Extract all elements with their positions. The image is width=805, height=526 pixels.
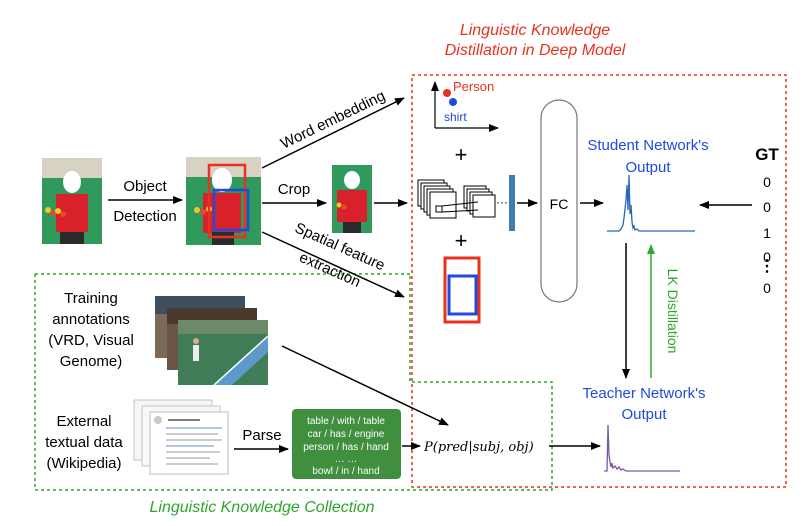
student-output-plot <box>607 174 695 232</box>
parse-label: Parse <box>242 427 281 444</box>
distillation-region <box>411 74 787 488</box>
teacher-output-plot <box>604 424 680 472</box>
wikipedia-pages <box>133 399 229 475</box>
plus-sign-bottom: + <box>455 228 468 253</box>
parsed-triples-box <box>292 409 401 479</box>
person-label: Person <box>453 79 494 94</box>
training-images-stack <box>155 296 269 386</box>
fc-layer <box>540 99 578 303</box>
lk-distillation-label: LK Distillation <box>665 269 681 354</box>
teacher-output-label-line2: Output <box>621 406 667 423</box>
shirt-label: shirt <box>444 110 467 124</box>
triple-line-4: … … <box>335 454 358 465</box>
object-detection-label-line2: Detection <box>113 208 176 225</box>
collection-title: Linguistic Knowledge Collection <box>149 499 374 516</box>
training-label-line2: annotations <box>52 311 130 328</box>
distillation-title-line1: Linguistic Knowledge <box>460 22 610 39</box>
plus-sign-top: + <box>455 142 468 167</box>
gt-value-6: 0 <box>763 280 771 296</box>
gt-ellipsis: ⋮ <box>759 258 775 275</box>
triple-line-2: car / has / engine <box>308 429 385 440</box>
student-output-label-line2: Output <box>625 159 671 176</box>
external-label-line1: External <box>56 413 111 430</box>
training-to-formula-arrow <box>281 345 449 426</box>
feature-vector-bar <box>509 175 515 231</box>
triple-line-5: bowl / in / hand <box>312 466 379 477</box>
gt-value-3: 1 <box>763 225 771 241</box>
gt-value-2: 0 <box>763 199 771 215</box>
cnn-feature-maps <box>417 179 496 219</box>
training-label-line4: Genome) <box>60 353 123 370</box>
word-embedding-arrow <box>261 97 405 169</box>
gt-value-1: 0 <box>763 174 771 190</box>
teacher-output-label-line1: Teacher Network's <box>583 385 706 402</box>
distillation-title-line2: Distillation in Deep Model <box>445 42 626 59</box>
embedding-plot <box>431 81 499 132</box>
spatial-mask <box>443 256 481 324</box>
crop-label: Crop <box>278 181 311 198</box>
input-image <box>42 158 102 244</box>
student-output-label-line1: Student Network's <box>587 137 708 154</box>
triple-line-1: table / with / table <box>307 416 385 427</box>
triple-line-3: person / has / hand <box>303 442 389 453</box>
cropped-image <box>332 165 372 233</box>
training-label-line1: Training <box>64 290 118 307</box>
object-detection-label-line1: Object <box>123 178 167 195</box>
gt-value-4: 0 <box>763 249 771 265</box>
fc-label: FC <box>550 196 569 212</box>
external-label-line2: textual data <box>45 434 123 451</box>
external-label-line3: (Wikipedia) <box>46 455 121 472</box>
collection-region <box>34 273 553 491</box>
training-label-line3: (VRD, Visual <box>48 332 134 349</box>
cnn-dots: ··· <box>496 195 508 209</box>
spatial-arrow <box>261 231 405 298</box>
word-embedding-label: Word embedding <box>278 87 388 152</box>
detected-image <box>186 157 261 245</box>
shirt-point <box>449 98 457 106</box>
probability-formula: P(pred|subj, obj) <box>423 440 534 455</box>
person-point <box>443 89 451 97</box>
gt-title: GT <box>755 145 779 164</box>
